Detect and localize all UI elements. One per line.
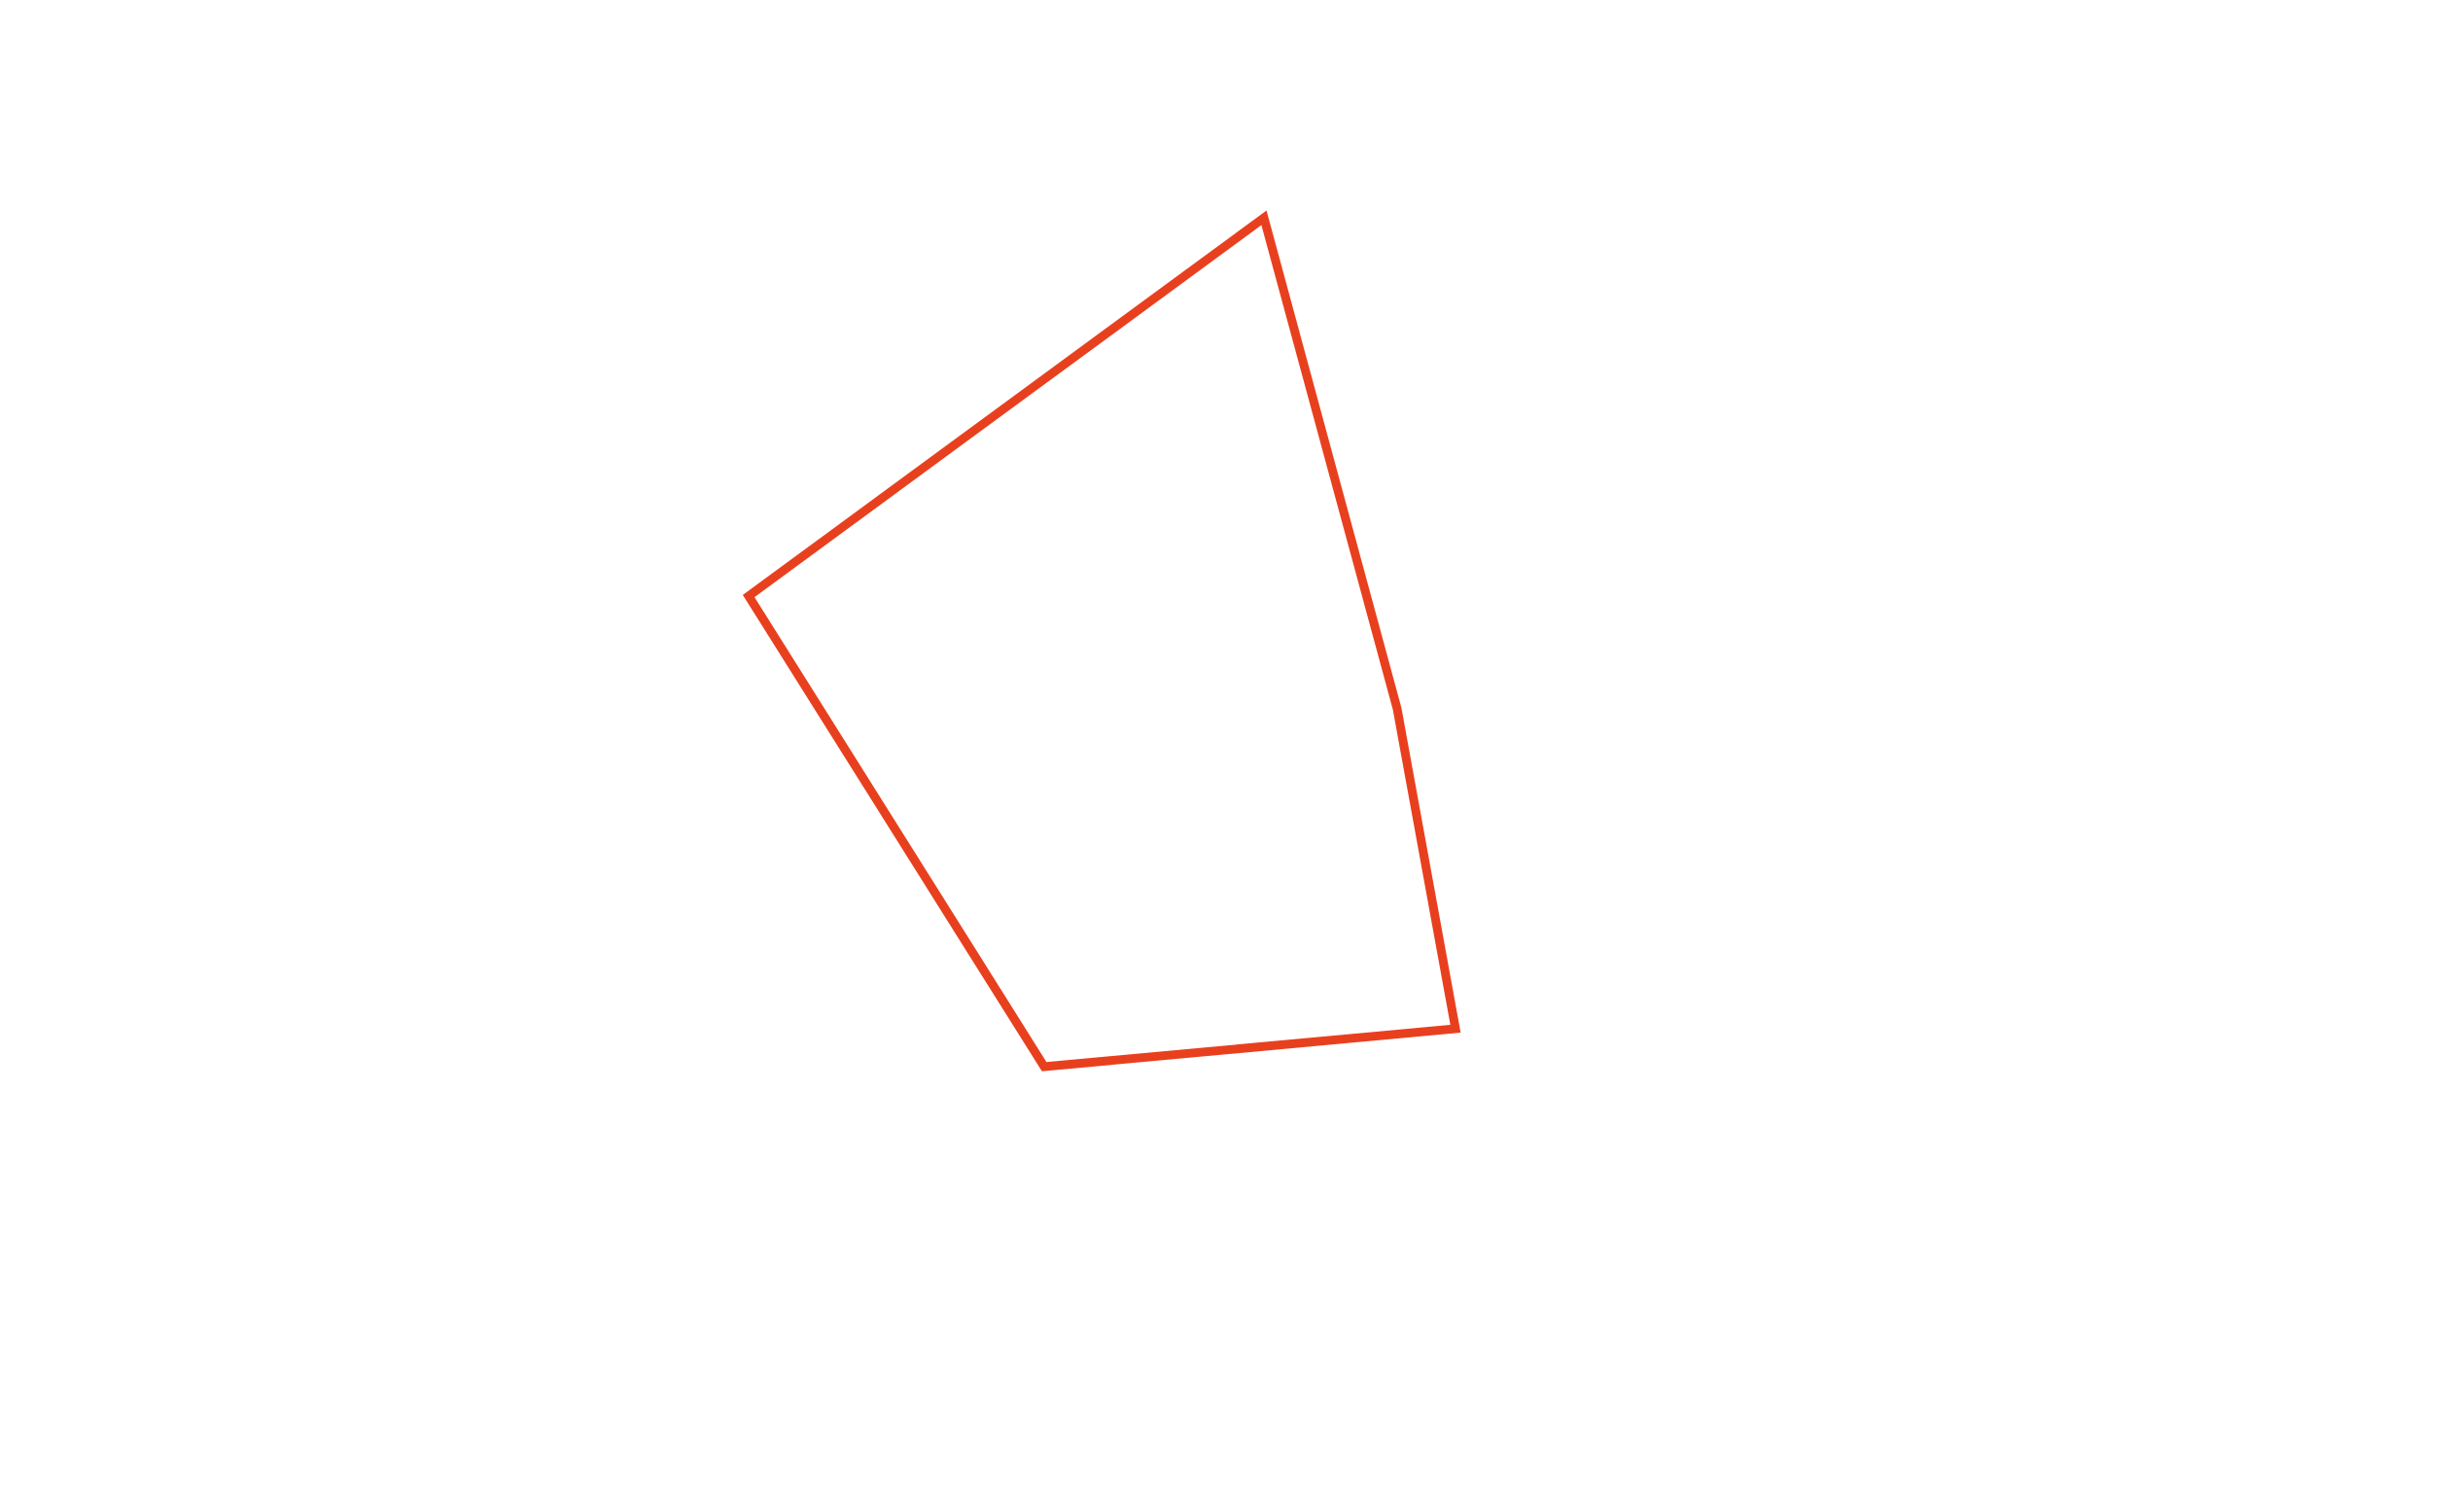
pentagon-outline bbox=[742, 210, 1461, 1072]
